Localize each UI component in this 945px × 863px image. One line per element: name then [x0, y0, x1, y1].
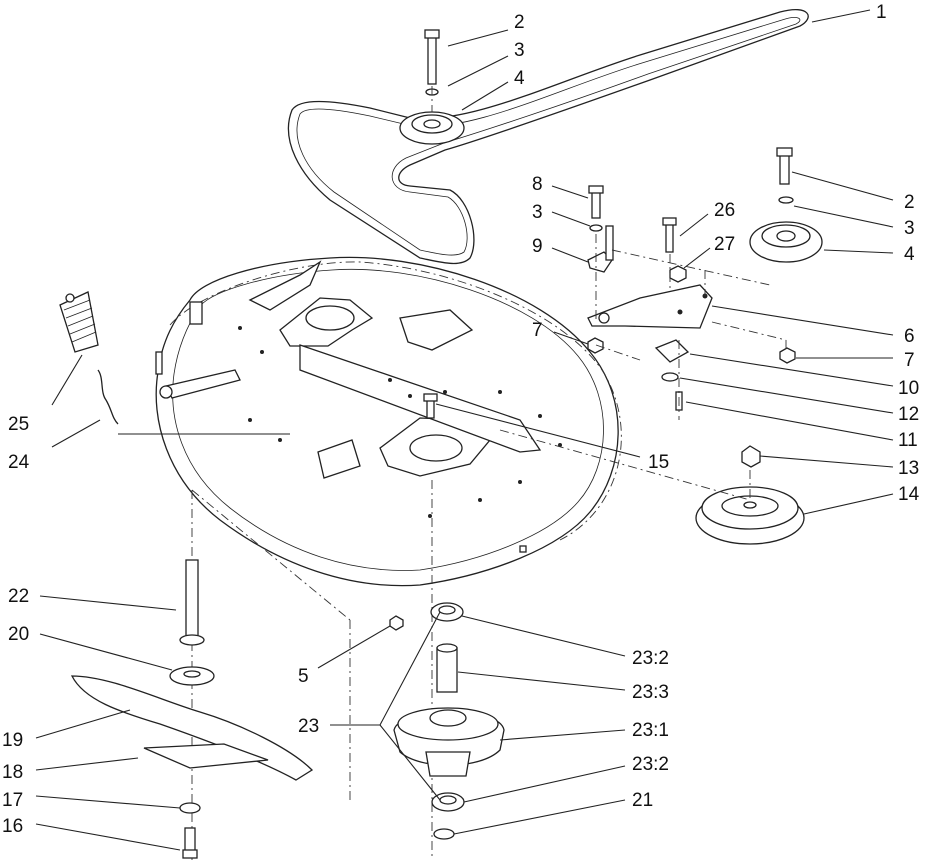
callout-4: 4	[904, 244, 915, 265]
callout-16: 16	[2, 816, 23, 837]
callout-labels: 1 2 3 4 8 3 9 26 27 2 3 4 6 7 7 10 12 11…	[2, 2, 920, 837]
callout-4: 4	[514, 68, 525, 89]
callout-6: 6	[904, 326, 915, 347]
callout-3: 3	[904, 218, 915, 239]
callout-2: 2	[514, 12, 525, 33]
callout-23-2: 23:2	[632, 648, 669, 669]
callout-12: 12	[898, 404, 919, 425]
callout-22: 22	[8, 586, 29, 607]
callout-20: 20	[8, 624, 29, 645]
callout-7: 7	[904, 350, 915, 371]
callout-3: 3	[532, 202, 543, 223]
callout-17: 17	[2, 790, 23, 811]
callout-18: 18	[2, 762, 23, 783]
spindle-pulley	[695, 445, 805, 545]
callout-19: 19	[2, 730, 23, 751]
callout-24: 24	[8, 452, 30, 473]
callout-3: 3	[514, 40, 525, 61]
callout-25: 25	[8, 414, 29, 435]
reference-lines	[499, 344, 751, 501]
callout-23-2: 23:2	[632, 754, 669, 775]
spindle-assembly	[389, 480, 505, 860]
mower-deck	[155, 256, 622, 587]
callout-23-1: 23:1	[632, 720, 669, 741]
callout-1: 1	[876, 2, 887, 23]
callout-14: 14	[898, 484, 920, 505]
leader-lines	[35, 9, 894, 851]
spring-and-rod	[59, 291, 290, 435]
blade-stack	[70, 489, 351, 860]
callout-23: 23	[298, 716, 319, 737]
callout-5: 5	[298, 666, 309, 687]
callout-23-3: 23:3	[632, 682, 669, 703]
callout-13: 13	[898, 458, 919, 479]
drive-belt	[287, 9, 809, 265]
callout-7: 7	[532, 320, 543, 341]
top-idler-pulley	[399, 29, 465, 145]
callout-26: 26	[714, 200, 735, 221]
idler-arm-assembly	[587, 147, 823, 420]
callout-9: 9	[532, 236, 543, 257]
callout-15: 15	[648, 452, 669, 473]
callout-21: 21	[632, 790, 653, 811]
callout-11: 11	[898, 430, 918, 451]
callout-27: 27	[714, 234, 735, 255]
callout-8: 8	[532, 174, 543, 195]
callout-10: 10	[898, 378, 919, 399]
callout-2: 2	[904, 192, 915, 213]
